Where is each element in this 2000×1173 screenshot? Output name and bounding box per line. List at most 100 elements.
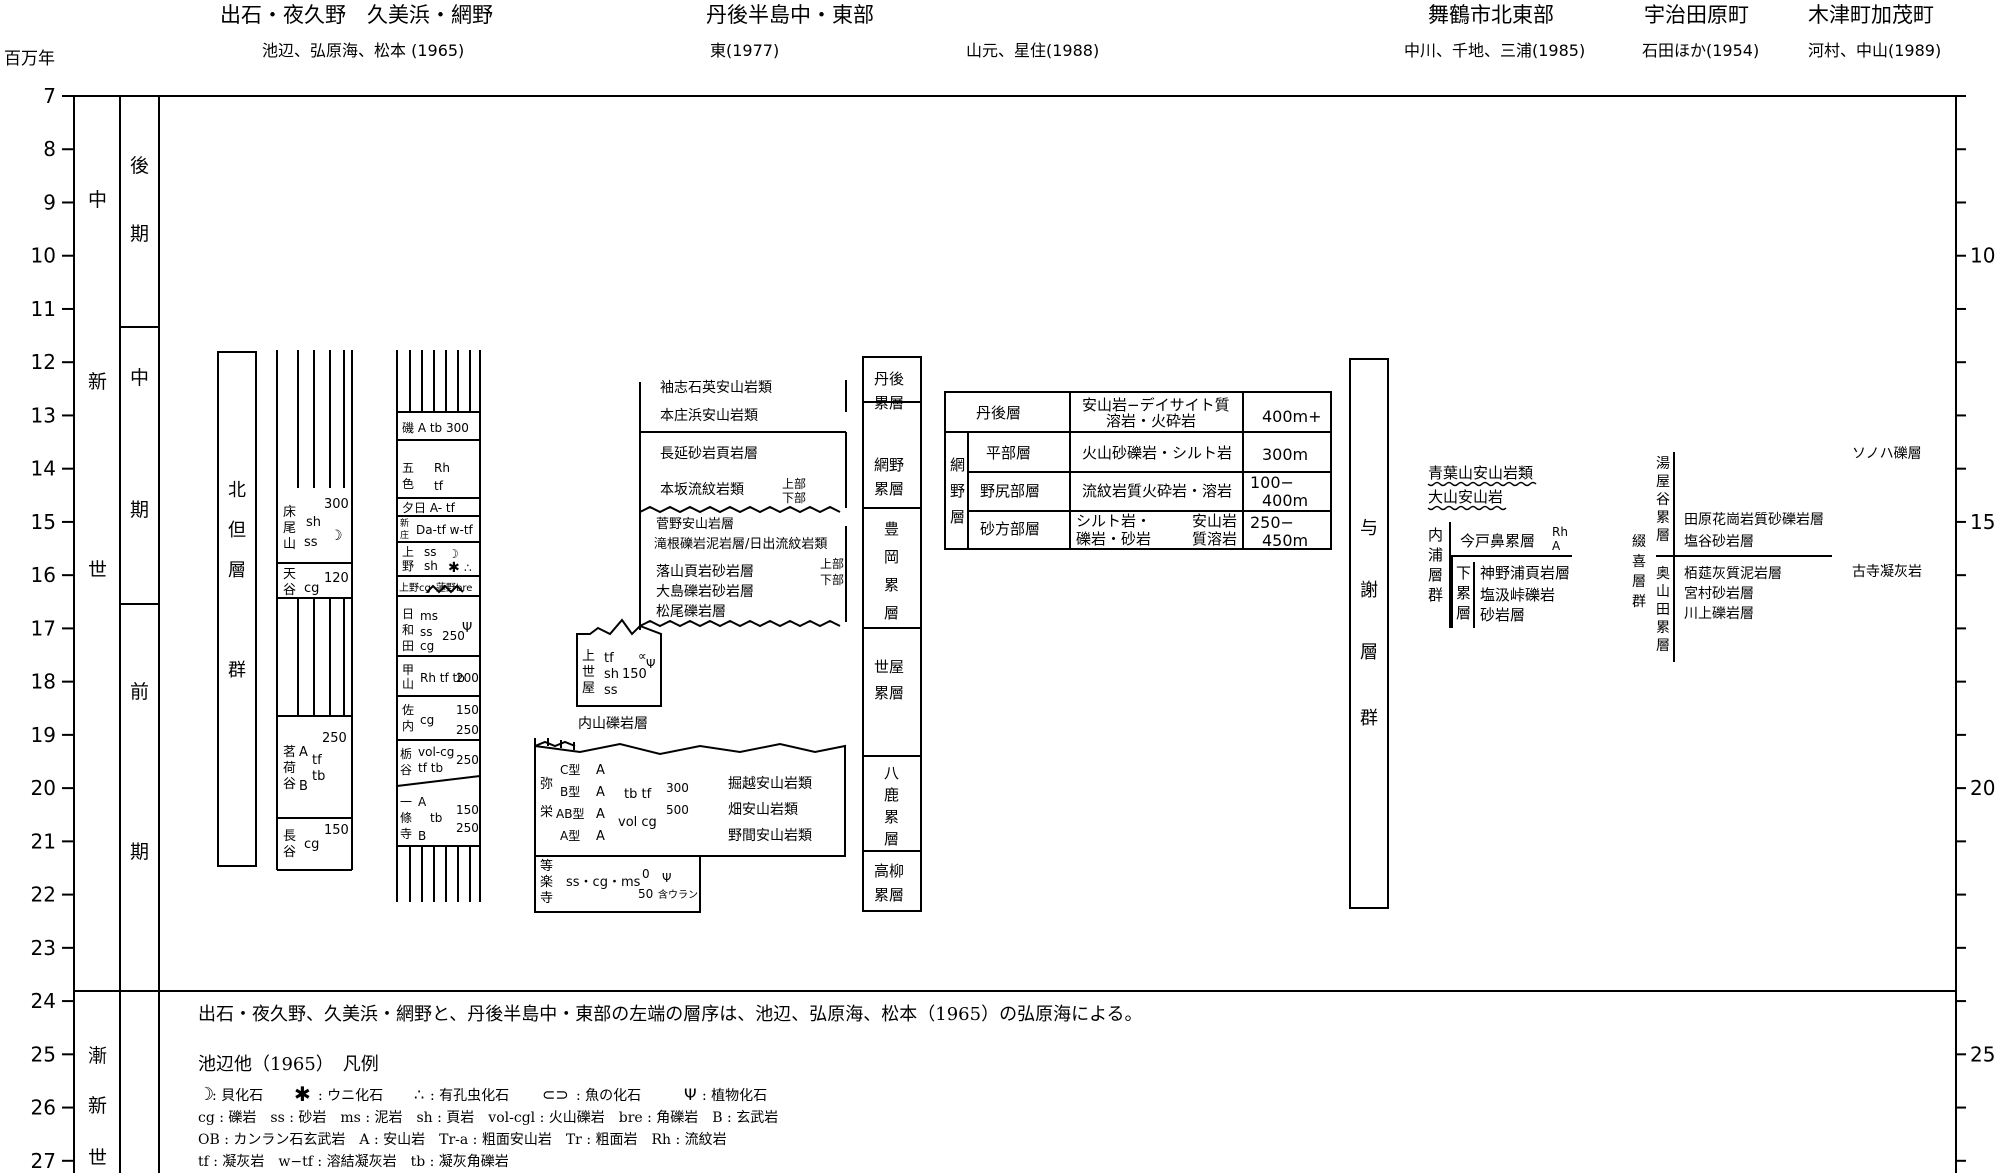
kabutoyama-lith: Rh tf tb [420,671,465,685]
tango-layer: 丹後層 [976,404,1021,422]
yosa-label-1: 与 [1360,518,1378,539]
epoch-sei2: 世 [88,1147,107,1169]
imado-a: A [1552,539,1561,553]
amino-layer-3: 層 [950,508,965,526]
col-izushi-section: 床 尾 山 sh ss 300 ☽ 天 谷 cg 120 茗 荷 谷 A tf … [276,350,353,871]
hiwada-thickness: 250 [442,629,465,643]
hachika-formation-3: 累 [884,808,899,826]
left-tick-label: 13 [31,403,56,427]
foraminifera-fossil-legend-icon: ∴ [414,1085,424,1104]
nojiri-desc: 流紋岩質火砕岩・溶岩 [1082,482,1232,500]
sagata-thickness-2: 450m [1262,531,1308,550]
kabutoyama-2: 山 [402,677,414,691]
miyamura-sandstone: 宮村砂岩層 [1684,586,1754,602]
imado-rh: Rh [1552,525,1568,539]
toyooka-formation-2: 岡 [884,548,899,566]
shinjo-2: 庄 [400,529,409,541]
shinjo-1: 新 [400,517,409,529]
left-tick-label: 20 [31,776,56,800]
legend-plant: : 植物化石 [702,1088,767,1104]
takine-conglomerate: 滝根礫岩泥岩層/日出流紋岩類 [654,536,827,552]
sagata-desc-3: 安山岩 [1192,512,1237,530]
legend-foraminifera: : 有孔虫化石 [430,1088,509,1104]
kitatajima-label-2: 但 [228,520,246,541]
yae-rock-4: A [596,829,605,844]
shimo-2: 累 [1456,584,1471,602]
col-maizuru-section: 青葉山安山岩類 大山安山岩 内 浦 層 群 今戸鼻累層 Rh A 下 累 層 神… [1427,464,1572,628]
goshiki-rh: Rh [434,461,450,475]
left-tick-label: 9 [43,190,56,214]
header-kizu: 木津町加茂町 [1808,3,1934,27]
col-yosa-group: 与 謝 層 群 [1349,358,1389,909]
col-yamamoto-table: 丹後層 安山岩−デイサイト質 溶岩・火砕岩 400m+ 網 野 層 平部層 火山… [944,391,1332,550]
header-tango-ref2: 山元、星住(1988) [966,41,1099,60]
ichijoji-2: 條 [400,811,412,825]
tochidani-1: 栃 [400,747,412,761]
hiwada-2: 和 [402,623,414,637]
legend-shell: : 貝化石 [212,1088,263,1104]
sanai-lith: cg [420,713,434,727]
nojiri-member: 野尻部層 [980,482,1040,500]
left-tick-label: 24 [31,989,56,1013]
sonohachi-gravel: ソノハ礫層 [1852,446,1922,462]
toraku-lith: ss・cg・ms [566,875,641,890]
stage-early-1: 前 [130,681,149,703]
kawakami-conglomerate: 川上礫岩層 [1684,606,1754,622]
shell-fossil-icon-2: ☽ [448,547,459,561]
toyooka-formation-3: 累 [884,576,899,594]
shell-fossil-legend-icon: ☽ [198,1084,214,1105]
sanai-2: 内 [402,719,414,733]
stage-late-2: 期 [130,223,149,245]
right-tick-label: 20 [1970,776,1995,800]
left-tick-label: 8 [43,137,56,161]
horikoshi-andesite: 掘越安山岩類 [728,776,812,792]
stage-middle-1: 中 [130,367,149,389]
toko-2: 尾 [283,521,296,536]
stage-late-1: 後 [130,155,149,177]
imado-formation: 今戸鼻累層 [1460,532,1535,550]
hachika-formation-1: 八 [884,764,899,782]
kamino-ss: ss [424,545,437,559]
takayanagi-formation-1: 高柳 [874,862,904,880]
notes: 出石・夜久野、久美浜・網野と、丹後半島中・東部の左端の層序は、池辺、弘原海、松本… [198,1004,1143,1170]
yae-thickness-2: 500 [666,803,689,817]
hiwada-1: 日 [402,607,414,621]
uchiura-1: 内 [1428,526,1443,544]
fish-fossil-legend-icon: ⊂⊃ [542,1085,569,1104]
seya-formation-1: 世屋 [874,658,904,676]
shinjo-lith: Da-tf w-tf [416,523,474,537]
kamiseya-3: 屋 [582,681,595,696]
kitatajima-label-3: 層 [228,560,246,581]
aobayama-andesite: 青葉山安山岩類 [1428,464,1533,482]
yosa-label-2: 謝 [1360,580,1378,601]
kamino-sh: sh [424,559,438,573]
okuyamada-4: 累 [1656,620,1670,636]
kodera-tuff: 古寺凝灰岩 [1852,564,1922,580]
taira-thickness: 300m [1262,445,1308,464]
nagatani-2: 谷 [283,845,296,860]
tsuzuki-1: 綴 [1632,534,1646,550]
myoga-1: 茗 [283,745,296,760]
right-tick-label: 25 [1970,1042,1995,1066]
toraku-2: 楽 [540,874,553,890]
header-ujitawara: 宇治田原町 [1644,3,1749,27]
left-tick-label: 12 [31,350,56,374]
honjohama-andesite: 本庄浜安山岩類 [660,407,758,424]
okuyamada-5: 層 [1656,638,1670,654]
nagatani-1: 長 [283,829,296,844]
shimo-1: 下 [1456,564,1471,582]
myoga-3: 谷 [283,777,296,792]
left-tick-label: 27 [31,1149,56,1173]
uchiyama-conglomerate: 内山礫岩層 [578,716,648,732]
echinoid-fossil-legend-icon: ✱ [294,1082,311,1106]
yae-rock-3: A [596,807,605,822]
toko-3: 山 [283,537,296,552]
epoch-shin: 新 [88,371,107,393]
oshima-conglomerate: 大島礫岩砂岩層 [656,584,754,600]
plant-fossil-icon-2: Ψ [646,657,655,671]
kamiseya-2: 世 [582,665,595,680]
kamino-cg: 上野cg [399,582,431,594]
left-tick-label: 16 [31,563,56,587]
amino-layer-2: 野 [950,482,965,500]
left-tick-label: 23 [31,936,56,960]
